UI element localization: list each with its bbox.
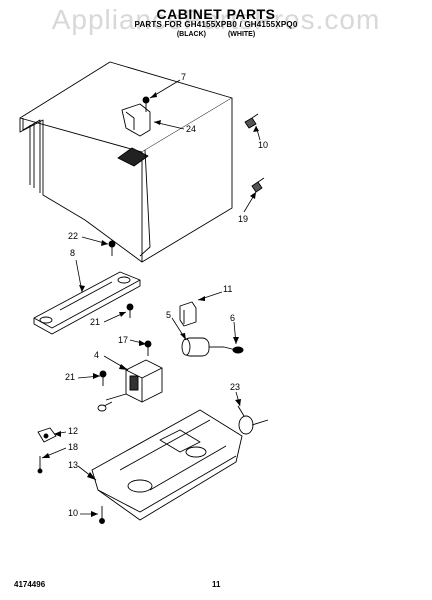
thermal-cutout-23 xyxy=(237,405,269,435)
callout-18: 18 xyxy=(68,442,79,452)
callout-21-lower: 21 xyxy=(65,372,76,382)
screw-10-top xyxy=(244,113,259,129)
callout-5: 5 xyxy=(166,310,172,320)
screw-21-lower xyxy=(99,370,107,386)
screw-10-lower xyxy=(99,506,105,524)
callout-7: 7 xyxy=(181,72,187,82)
color-black-label: (BLACK) xyxy=(176,31,206,38)
callout-17: 17 xyxy=(118,335,129,345)
transformer-4 xyxy=(97,359,163,412)
screw-17 xyxy=(144,340,152,356)
callout-22: 22 xyxy=(68,231,79,241)
leader-arrowheads xyxy=(42,92,259,517)
document-number: 4174496 xyxy=(14,580,46,589)
callout-10-lower: 10 xyxy=(68,508,79,518)
base-plate-13 xyxy=(91,409,243,521)
rail-8 xyxy=(33,271,141,335)
cabinet-wrapper xyxy=(19,61,233,263)
foot-12 xyxy=(37,427,57,443)
bracket-24 xyxy=(121,96,151,137)
model-numbers: PARTS FOR GH4155XPB0 / GH4155XPQ0 xyxy=(134,20,298,29)
color-white-label: (WHITE) xyxy=(227,31,256,38)
callout-13: 13 xyxy=(68,460,79,470)
screw-22 xyxy=(108,240,116,256)
page-title: CABINET PARTS xyxy=(156,6,276,22)
capacitor-bracket-11 xyxy=(179,301,197,327)
callout-24: 24 xyxy=(186,124,197,134)
watermark: AppliancePartsPros.com xyxy=(51,4,381,35)
callout-4: 4 xyxy=(94,350,100,360)
callout-23: 23 xyxy=(230,382,241,392)
callout-8: 8 xyxy=(70,248,76,258)
callout-19: 19 xyxy=(238,214,249,224)
capacitor-5 xyxy=(181,337,224,357)
callout-12: 12 xyxy=(68,426,79,436)
color-legend: (BLACK) (WHITE) xyxy=(0,31,432,38)
screw-19 xyxy=(251,177,265,193)
page-number: 11 xyxy=(212,580,221,589)
callout-21-upper: 21 xyxy=(90,317,101,327)
diode-6 xyxy=(223,346,244,354)
callout-6: 6 xyxy=(230,313,236,323)
callout-10-top: 10 xyxy=(258,140,269,150)
screw-21-upper xyxy=(126,303,134,318)
callout-11: 11 xyxy=(223,284,233,294)
screw-18 xyxy=(37,456,43,474)
